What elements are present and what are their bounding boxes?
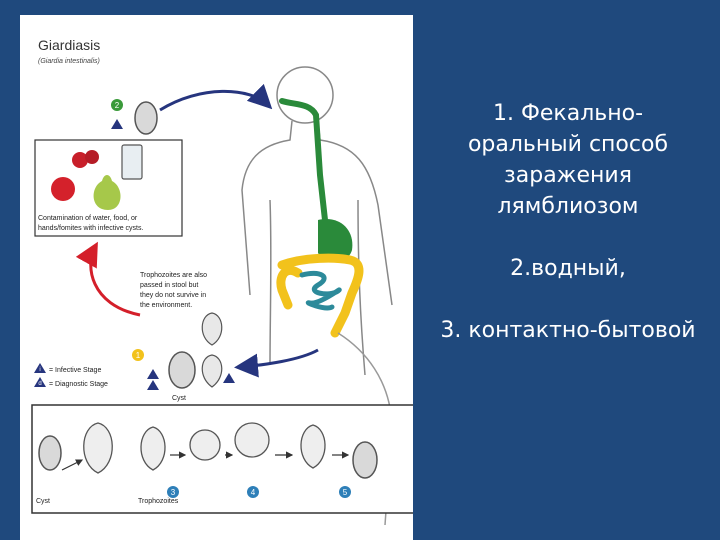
trophozoite-mid-image xyxy=(201,312,223,346)
esophagus-tract xyxy=(279,98,328,223)
small-intestine-shape xyxy=(299,270,342,311)
cyst-mid-image xyxy=(168,351,196,389)
cyst-bottom-image xyxy=(38,435,62,471)
stage-4-label: 4 xyxy=(251,488,256,497)
strawberry-image-2 xyxy=(85,150,99,164)
stage-3-label: 3 xyxy=(171,488,176,497)
trophozoite-mid-image-2 xyxy=(201,354,223,388)
cyst-bottom-label: Cyst xyxy=(36,498,50,505)
trophozoite-bottom-1 xyxy=(83,422,113,474)
trophozoites-label: Trophozoites xyxy=(138,498,179,505)
lifecycle-diagram-panel: Giardiasis (Giardia intestinalis) 2 Cont… xyxy=(20,15,413,540)
trophozoite-bottom-2 xyxy=(140,426,166,471)
text-line-4: лямблиозом xyxy=(497,194,639,219)
giardiasis-lifecycle-diagram: Giardiasis (Giardia intestinalis) 2 Cont… xyxy=(31,37,413,526)
cyst-label: Cyst xyxy=(172,395,186,402)
trophozoite-dividing-2 xyxy=(234,422,270,458)
text-line-1: 1. Фекально- xyxy=(492,101,644,126)
text-line-3: заражения xyxy=(504,163,632,188)
infective-stage-triangle-2 xyxy=(147,369,159,379)
cyst-bottom-image-2 xyxy=(352,441,378,479)
legend-diagnostic-triangle xyxy=(34,377,46,387)
contamination-caption-1: Contamination of water, food, or xyxy=(38,215,138,222)
legend-infective-symbol: i xyxy=(39,367,40,373)
strawberry-image xyxy=(72,152,88,168)
diagnostic-stage-triangle xyxy=(147,380,159,390)
text-line-5: 2.водный, xyxy=(510,256,626,281)
trophozoite-note-2: passed in stool but xyxy=(140,282,198,289)
excretion-arrow xyxy=(234,348,319,378)
trophozoite-note-1: Trophozoites are also xyxy=(140,272,207,279)
diagram-title: Giardiasis xyxy=(38,37,100,53)
text-line-2: оральный способ xyxy=(467,132,669,157)
stage-2-label: 2 xyxy=(115,101,120,110)
water-glass-image xyxy=(121,144,143,180)
trophozoite-bottom-3 xyxy=(300,424,326,469)
infective-stage-triangle xyxy=(111,119,123,129)
trophozoite-note-4: the environment. xyxy=(140,302,192,309)
stage-2-marker xyxy=(111,99,123,111)
cyst-top-image xyxy=(134,101,158,135)
legend-infective-triangle xyxy=(34,363,46,373)
contamination-caption-2: hands/fomites with infective cysts. xyxy=(38,225,143,232)
text-line-6: 3. контактно-бытовой xyxy=(440,318,696,343)
stage-5-label: 5 xyxy=(343,488,348,497)
legend-diagnostic-symbol: d xyxy=(38,381,41,387)
stage-1-marker xyxy=(132,349,144,361)
legend-diagnostic-label: = Diagnostic Stage xyxy=(49,381,108,388)
return-to-environment-arrow xyxy=(75,241,141,317)
apple-image xyxy=(51,177,75,201)
stage-4-marker xyxy=(247,486,259,498)
slide-text-block: 1. Фекально- оральный способ заражения л… xyxy=(418,98,718,346)
stage-5-marker xyxy=(339,486,351,498)
stage-1-label: 1 xyxy=(136,351,141,360)
trophozoite-note-3: they do not survive in xyxy=(140,292,206,299)
diagram-subtitle: (Giardia intestinalis) xyxy=(38,58,100,65)
pear-image xyxy=(93,175,121,210)
bottom-arrow-1 xyxy=(61,459,84,471)
trophozoite-dividing-1 xyxy=(189,429,221,461)
legend-infective-label: = Infective Stage xyxy=(49,367,101,374)
colon-shape xyxy=(276,253,364,338)
stage-3-marker xyxy=(167,486,179,498)
stomach-shape xyxy=(318,219,353,262)
diagnostic-stage-triangle-2 xyxy=(223,373,235,383)
ingestion-arrow xyxy=(159,83,273,112)
